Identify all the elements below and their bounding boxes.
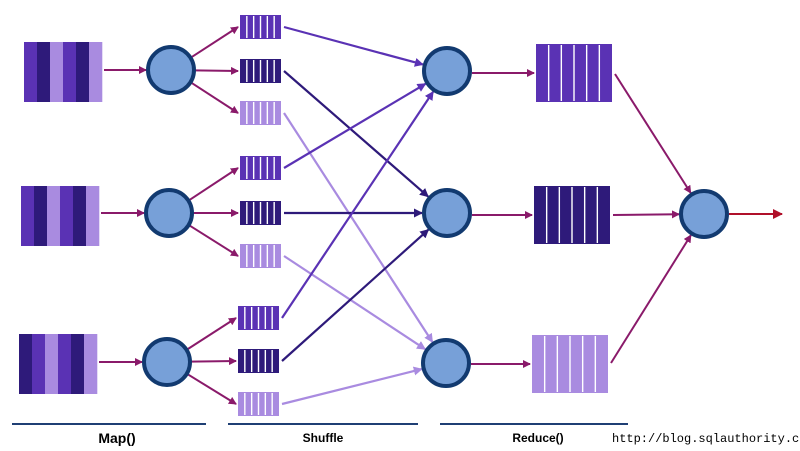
input-block-stripe xyxy=(47,186,61,246)
input-block xyxy=(19,334,98,394)
map-output-arrow xyxy=(189,26,239,59)
map-output-arrow xyxy=(188,224,239,257)
input-block-stripe xyxy=(45,334,59,394)
output-block-light xyxy=(532,335,608,393)
shuffle-arrow-mid xyxy=(281,90,435,319)
partition-block-mid xyxy=(240,156,281,180)
input-block-stripe xyxy=(24,42,38,102)
shuffle-arrow-light xyxy=(281,366,423,406)
input-block-stripe xyxy=(19,334,33,394)
reducer-node xyxy=(422,46,472,96)
final-input-arrow xyxy=(612,210,681,219)
partition-block-dark xyxy=(238,349,279,373)
blocks-layer xyxy=(19,15,612,416)
reducer-node xyxy=(422,188,472,238)
reduce-label: Reduce() xyxy=(512,431,563,445)
shuffle-arrow-light xyxy=(283,112,434,343)
input-block-stripe xyxy=(73,186,87,246)
input-block-stripe xyxy=(71,334,85,394)
partition-block-dark xyxy=(240,201,281,225)
map-output-arrow xyxy=(187,167,239,202)
reducer-node xyxy=(421,338,471,388)
input-block-stripe xyxy=(37,42,51,102)
partition-block-mid xyxy=(240,15,281,39)
map-output-arrow xyxy=(186,372,237,405)
input-block-stripe xyxy=(34,186,48,246)
input-block xyxy=(21,186,100,246)
source-url: http://blog.sqlauthority.com xyxy=(612,432,800,446)
partition-block-light xyxy=(240,244,281,268)
input-block-stripe xyxy=(76,42,90,102)
input-block-stripe xyxy=(86,186,100,246)
input-block-stripe xyxy=(58,334,72,394)
circles-layer xyxy=(142,45,729,388)
partition-block-light xyxy=(240,101,281,125)
input-block-stripe xyxy=(89,42,103,102)
output-block-mid xyxy=(536,44,612,102)
arrows-layer xyxy=(99,25,783,406)
shuffle-arrow-dark xyxy=(281,228,430,362)
input-block-stripe xyxy=(63,42,77,102)
map-output-arrow xyxy=(189,357,237,366)
shuffle-arrow-mid xyxy=(283,25,424,67)
output-block-dark xyxy=(534,186,610,244)
map-label: Map() xyxy=(98,430,135,446)
final-input-arrow xyxy=(610,234,692,364)
shuffle-arrow-dark xyxy=(283,70,429,198)
input-block-stripe xyxy=(21,186,35,246)
input-block-stripe xyxy=(32,334,46,394)
map-output-arrow xyxy=(186,317,237,351)
partition-block-dark xyxy=(240,59,281,83)
shuffle-label: Shuffle xyxy=(303,431,344,445)
input-block-stripe xyxy=(50,42,64,102)
shuffle-arrow-mid xyxy=(283,82,427,169)
final-input-arrow xyxy=(614,73,692,194)
mapper-node xyxy=(144,188,194,238)
input-block xyxy=(24,42,103,102)
map-output-arrow xyxy=(193,66,239,75)
mapper-node xyxy=(146,45,196,95)
map-output-arrow xyxy=(189,81,239,114)
shuffle-arrow-light xyxy=(283,255,426,351)
input-block-stripe xyxy=(84,334,98,394)
mapper-node xyxy=(142,337,192,387)
final-output-node xyxy=(679,189,729,239)
partition-block-mid xyxy=(238,306,279,330)
partition-block-light xyxy=(238,392,279,416)
input-block-stripe xyxy=(60,186,74,246)
